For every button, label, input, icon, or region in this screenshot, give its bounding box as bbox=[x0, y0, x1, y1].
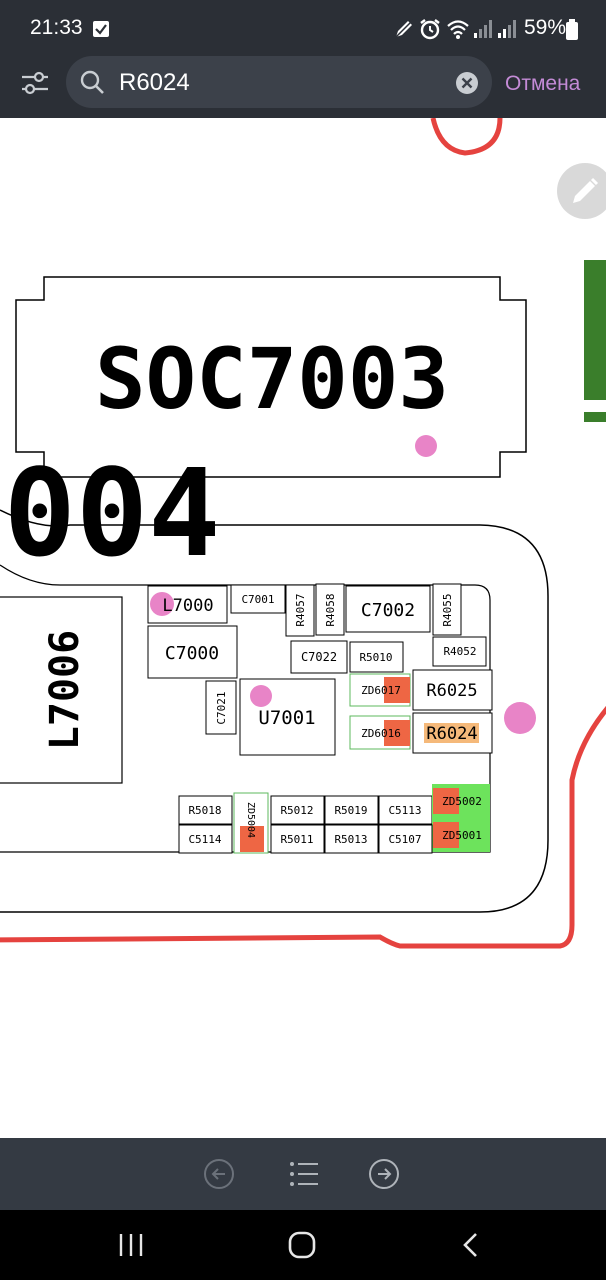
l7000-label: L7000 bbox=[162, 596, 213, 616]
zd6016-label: ZD6016 bbox=[361, 727, 401, 740]
r4058-label: R4058 bbox=[324, 593, 337, 626]
big-label-004: 004 bbox=[4, 445, 221, 584]
c7021-label: C7021 bbox=[215, 691, 228, 724]
trace-red-bottom bbox=[0, 705, 606, 949]
r5012-label: R5012 bbox=[280, 804, 313, 817]
signal-icon bbox=[498, 20, 516, 38]
c5114-label: C5114 bbox=[188, 833, 221, 846]
marker-dot bbox=[150, 592, 174, 616]
marker-dot bbox=[504, 702, 536, 734]
c7022-label: C7022 bbox=[301, 650, 337, 664]
r5018-label: R5018 bbox=[188, 804, 221, 817]
zd5002-label[interactable]: ZD5002 bbox=[442, 795, 482, 808]
notification-check-icon bbox=[93, 21, 109, 37]
prev-icon[interactable] bbox=[203, 1158, 235, 1190]
component-r5019[interactable] bbox=[324, 795, 379, 825]
component-r5018[interactable] bbox=[178, 795, 233, 825]
r5011-label: R5011 bbox=[280, 833, 313, 846]
r5019-label: R5019 bbox=[334, 804, 367, 817]
component-c7021[interactable] bbox=[205, 680, 237, 735]
pad bbox=[433, 788, 459, 814]
clear-icon[interactable] bbox=[455, 71, 479, 95]
marker-dot bbox=[250, 685, 272, 707]
r5010-label: R5010 bbox=[359, 651, 392, 664]
search-highlight bbox=[424, 723, 479, 743]
c5107-label: C5107 bbox=[388, 833, 421, 846]
l7006-label: L7006 bbox=[42, 630, 88, 750]
trace-red-top bbox=[430, 118, 503, 156]
board-canvas[interactable]: SOC7003 004 L7006 L7000 C7001 R4057 R405… bbox=[0, 118, 606, 1138]
status-bar: 21:33 59% bbox=[0, 0, 606, 58]
pen-icon bbox=[394, 19, 414, 39]
list-icon[interactable] bbox=[288, 1160, 320, 1188]
soc7003-label: SOC7003 bbox=[95, 330, 449, 428]
component-c5107[interactable] bbox=[378, 824, 433, 854]
r4055-label: R4055 bbox=[441, 593, 454, 626]
marker-dot bbox=[415, 435, 437, 457]
home-icon[interactable] bbox=[287, 1230, 317, 1260]
component-c7001[interactable] bbox=[230, 584, 286, 614]
zd5004-label: ZD5004 bbox=[245, 802, 256, 838]
pad bbox=[240, 826, 264, 852]
component-r5013[interactable] bbox=[324, 824, 379, 854]
component-r5012[interactable] bbox=[270, 795, 325, 825]
pad bbox=[433, 822, 459, 848]
r5013-label: R5013 bbox=[334, 833, 367, 846]
c5113-label: C5113 bbox=[388, 804, 421, 817]
search-query: R6024 bbox=[119, 69, 190, 96]
wifi-icon bbox=[447, 20, 469, 39]
board-drawing[interactable]: SOC7003 004 L7006 L7000 C7001 R4057 R405… bbox=[0, 118, 606, 1138]
navigation-bar bbox=[0, 1210, 606, 1280]
soc7003-outline bbox=[15, 276, 527, 478]
alarm-icon bbox=[420, 19, 440, 40]
r4057-label: R4057 bbox=[294, 593, 307, 626]
back-icon[interactable] bbox=[460, 1231, 482, 1259]
component-c5113[interactable] bbox=[378, 795, 433, 825]
component-l7006[interactable] bbox=[0, 596, 123, 784]
component-c7022[interactable] bbox=[290, 640, 348, 674]
c7001-label: C7001 bbox=[241, 593, 274, 606]
component-r4055[interactable] bbox=[432, 583, 462, 636]
status-time: 21:33 bbox=[30, 16, 83, 39]
c7002-label: C7002 bbox=[361, 600, 415, 621]
r4052-label: R4052 bbox=[443, 645, 476, 658]
u7001-label: U7001 bbox=[258, 707, 315, 729]
outer-outline bbox=[0, 509, 549, 913]
edit-button[interactable] bbox=[557, 163, 606, 219]
signal-icon bbox=[474, 20, 492, 38]
inner-outline bbox=[0, 564, 491, 853]
recent-apps-icon[interactable] bbox=[118, 1232, 144, 1258]
search-icon bbox=[80, 70, 104, 94]
component-r6025[interactable] bbox=[412, 669, 493, 711]
component-c7002[interactable] bbox=[345, 585, 431, 633]
r6024-label: R6024 bbox=[426, 724, 477, 744]
component-r4058[interactable] bbox=[315, 583, 345, 636]
battery-icon bbox=[566, 19, 578, 40]
zd5001-label[interactable]: ZD5001 bbox=[442, 829, 482, 842]
component-r5011[interactable] bbox=[270, 824, 325, 854]
pad bbox=[384, 677, 410, 703]
component-r4057[interactable] bbox=[285, 584, 315, 637]
green-bar-small bbox=[584, 412, 606, 422]
zd6017-label: ZD6017 bbox=[361, 684, 401, 697]
search-input[interactable]: R6024 bbox=[66, 56, 492, 108]
component-r5010[interactable] bbox=[349, 641, 404, 673]
component-r4052[interactable] bbox=[432, 636, 487, 667]
cancel-button[interactable]: Отмена bbox=[505, 72, 581, 95]
pad bbox=[384, 720, 410, 746]
filter-sliders-icon[interactable] bbox=[20, 70, 50, 96]
component-c5114[interactable] bbox=[178, 824, 233, 854]
bottom-toolbar bbox=[0, 1138, 606, 1210]
next-icon[interactable] bbox=[368, 1158, 400, 1190]
battery-percentage: 59% bbox=[523, 16, 566, 39]
c7000-label: C7000 bbox=[165, 643, 219, 664]
r6025-label: R6025 bbox=[426, 681, 477, 701]
component-c7000[interactable] bbox=[147, 625, 238, 679]
search-bar: R6024 Отмена bbox=[0, 50, 606, 118]
green-bar bbox=[584, 260, 606, 400]
